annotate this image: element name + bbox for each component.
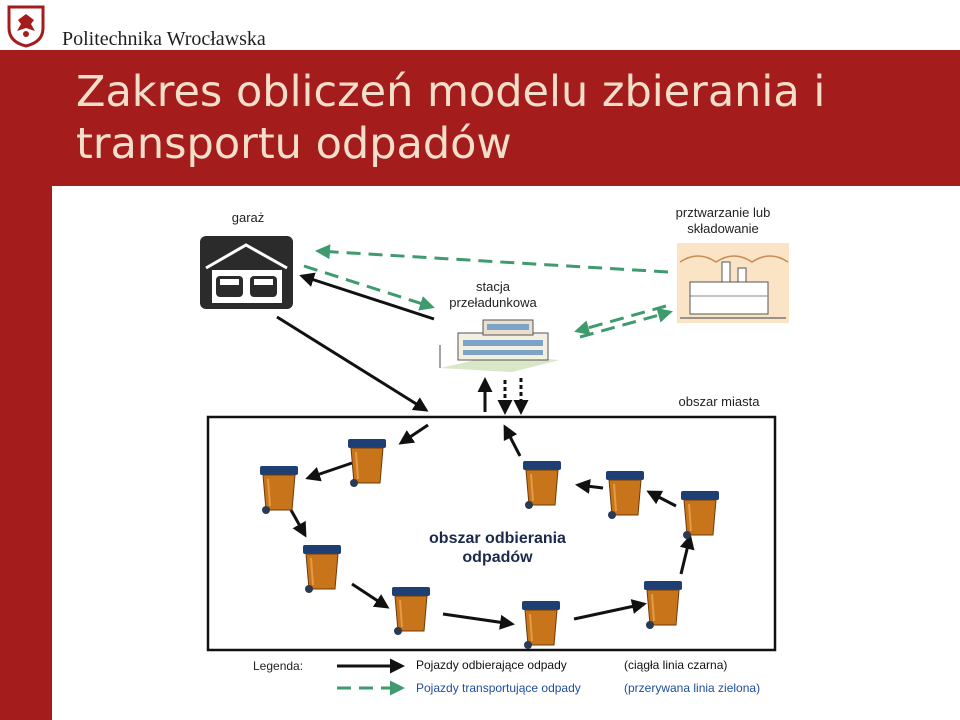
university-logo xyxy=(7,5,45,48)
collection-area-label: obszar odbierania odpadów xyxy=(429,530,566,566)
waste-bin-icon xyxy=(521,600,561,650)
legend-dashed-label: Pojazdy transportujące odpady xyxy=(416,681,581,695)
processing-label: prztwarzanie lub składowanie xyxy=(675,205,771,236)
station-building-icon xyxy=(439,319,560,372)
factory-icon xyxy=(677,243,789,323)
waste-bin-icon xyxy=(302,544,342,594)
legend-dashed-description: (przerywana linia zielona) xyxy=(624,681,761,695)
waste-bin-icon xyxy=(643,580,683,630)
city-area-border xyxy=(206,415,777,652)
slide-title: Zakres obliczeń modelu zbierania i trans… xyxy=(76,67,826,169)
university-name: Politechnika Wrocławska xyxy=(62,28,266,50)
garage-icon xyxy=(200,236,293,309)
station-label: stacja przeładunkowa xyxy=(449,279,537,310)
waste-bin-icon xyxy=(522,460,562,510)
garage-label: garaż xyxy=(231,210,265,225)
waste-bin-icon xyxy=(680,490,720,540)
waste-bin-icon xyxy=(259,465,299,515)
waste-bin-icon xyxy=(391,586,431,636)
legend-solid-label: Pojazdy odbierające odpady xyxy=(416,658,567,672)
sidebar-band xyxy=(0,50,52,720)
city-area-label: obszar miasta xyxy=(678,394,760,409)
waste-bin-icon xyxy=(347,438,387,488)
title-banner xyxy=(52,50,960,186)
waste-bin-icon xyxy=(605,470,645,520)
legend-solid-description: (ciągła linia czarna) xyxy=(624,658,728,672)
legend-title: Legenda: xyxy=(253,659,304,673)
